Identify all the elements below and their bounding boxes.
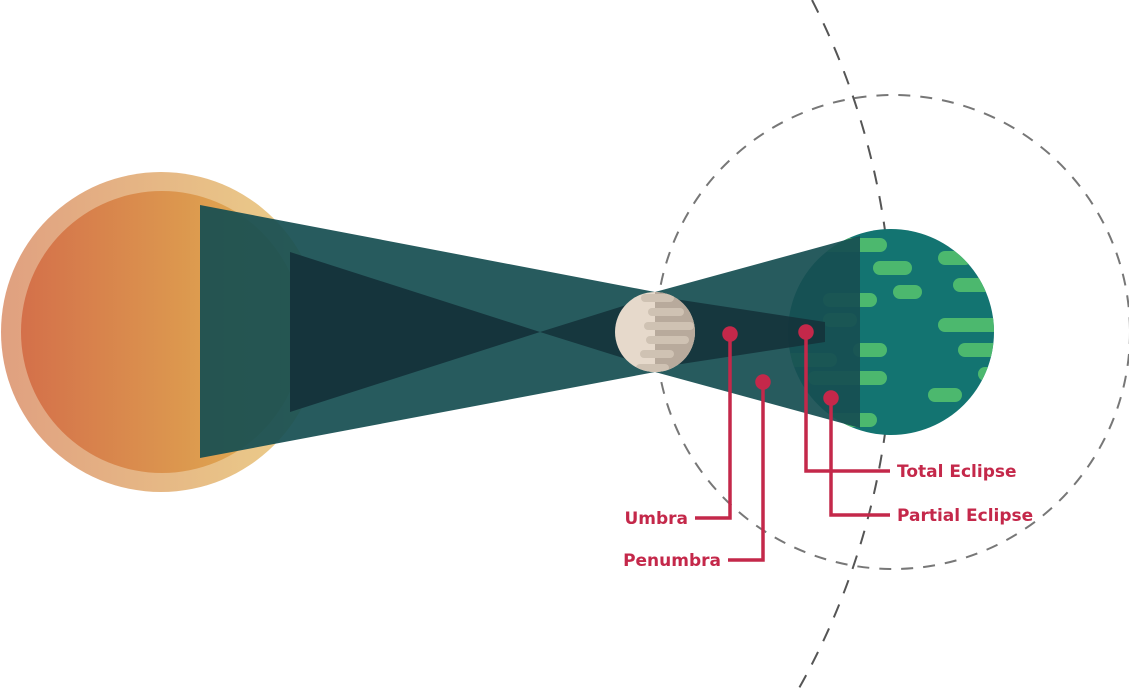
earth-orbit — [797, 0, 894, 690]
penumbra-callout — [728, 374, 771, 562]
partial-eclipse-callout — [823, 390, 890, 517]
umbra-callout — [695, 326, 738, 520]
penumbra-label: Penumbra — [623, 551, 721, 571]
total-eclipse-callout — [798, 324, 890, 473]
total-eclipse-label: Total Eclipse — [897, 462, 1017, 482]
moon — [615, 292, 695, 372]
umbra-shadow-left — [290, 252, 540, 412]
umbra-label: Umbra — [624, 509, 688, 529]
partial-eclipse-label: Partial Eclipse — [897, 506, 1033, 526]
